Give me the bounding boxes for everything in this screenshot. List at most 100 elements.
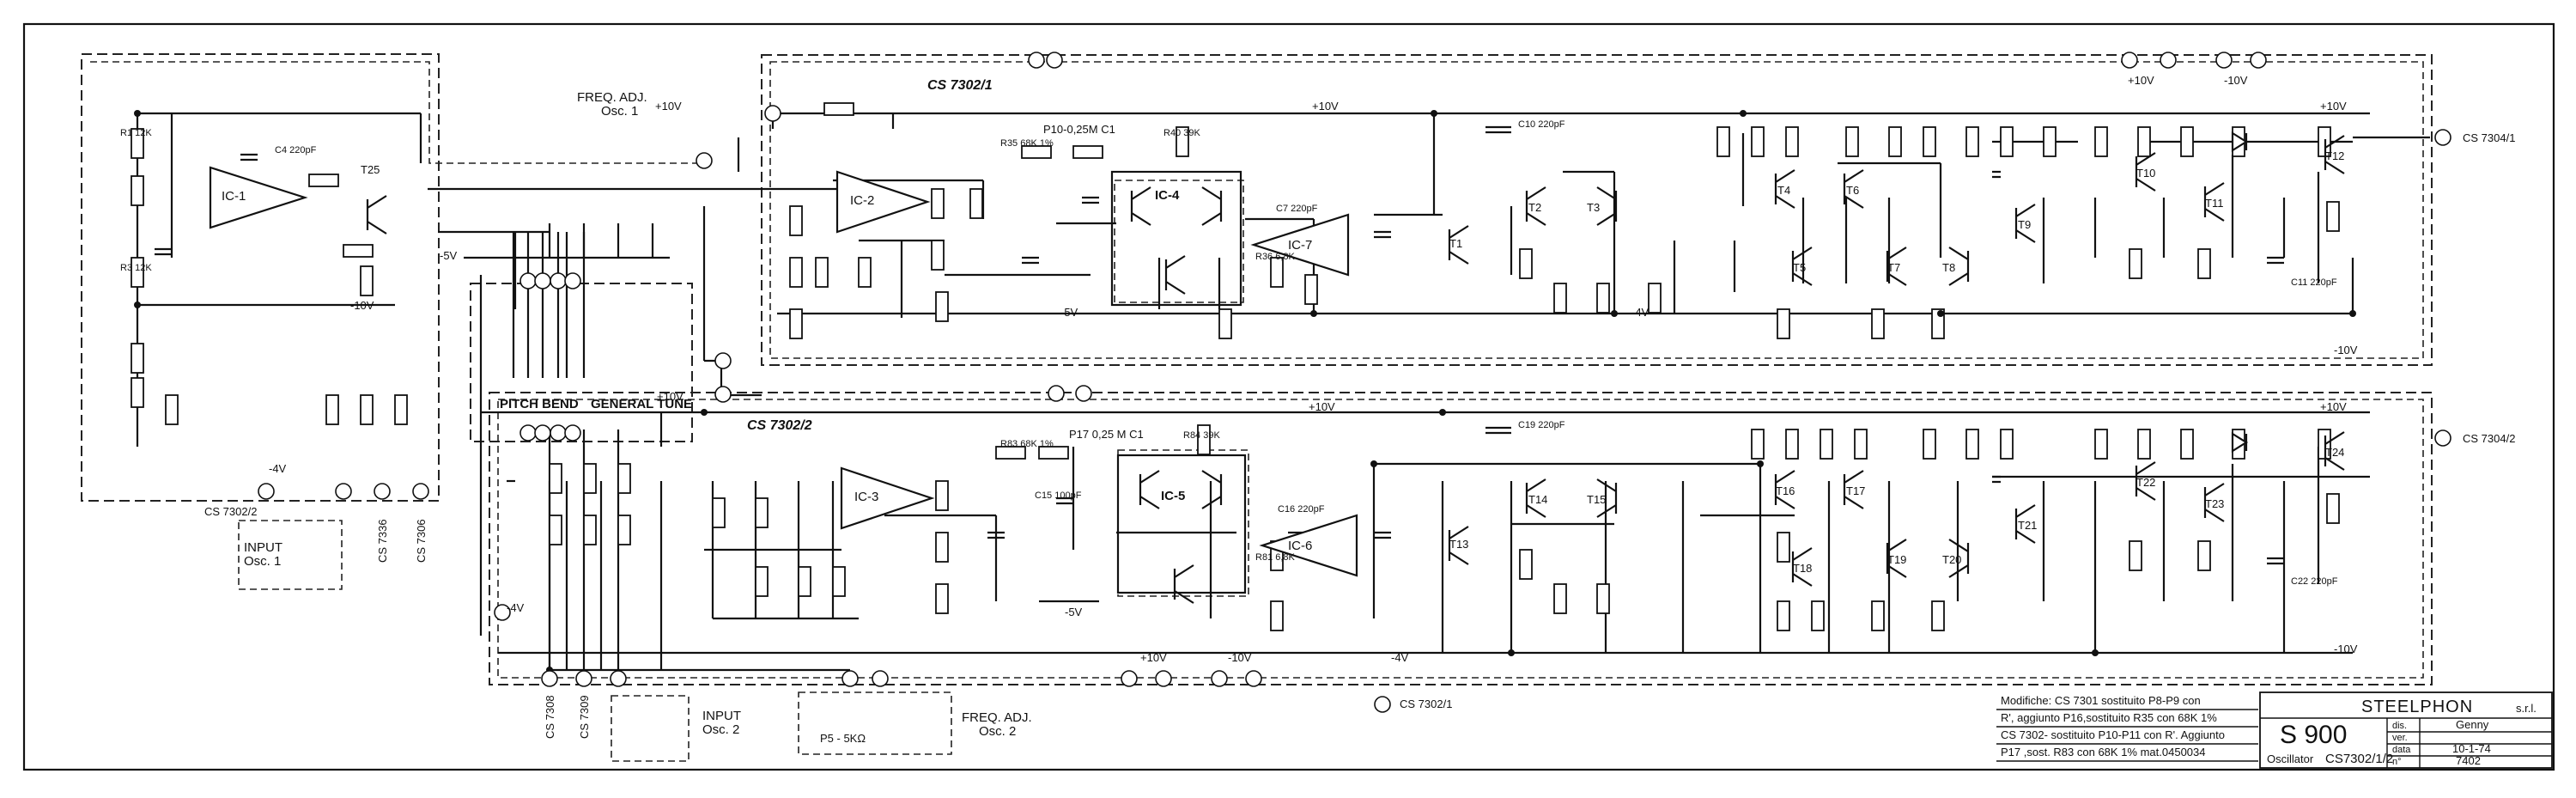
- freq-adj-2-sub: Osc. 2: [979, 724, 1016, 739]
- transistor-label: T1: [1449, 237, 1462, 250]
- note-line-2: R', aggiunto P16,sostituito R35 con 68K …: [2001, 711, 2217, 724]
- rail-label: -4V: [507, 601, 525, 614]
- transistor-label: T24: [2325, 446, 2344, 459]
- board-top-ref: CS 7304/1: [2463, 131, 2515, 144]
- p5-label: P5 - 5KΩ: [820, 732, 866, 745]
- title-block: STEELPHON s.r.l. S 900 Oscillator CS7302…: [2259, 691, 2553, 769]
- rail-label: -5V: [1060, 306, 1078, 319]
- component-label: R83 68K 1%: [1000, 439, 1054, 449]
- n-value: 7402: [2456, 754, 2481, 767]
- n-label: n°: [2392, 757, 2402, 767]
- transistor-label: T4: [1777, 184, 1790, 197]
- drawing-border: [22, 22, 2555, 771]
- ic-label: IC-5: [1161, 489, 1185, 503]
- component-label: R81 6,8K: [1255, 552, 1296, 563]
- company-name: STEELPHON: [2361, 697, 2473, 716]
- transistor-label: T9: [2018, 218, 2031, 231]
- component-label: C15 100pF: [1035, 490, 1082, 501]
- rail-label: +10V: [2128, 74, 2154, 87]
- ic-label: IC-7: [1288, 238, 1312, 253]
- rail-label: -5V: [1065, 606, 1083, 618]
- note-line-1: Modifiche: CS 7301 sostituito P8-P9 con: [2001, 694, 2201, 707]
- component-label: R35 68K 1%: [1000, 138, 1054, 149]
- board-bottom-label: CS 7302/2: [747, 418, 812, 433]
- diodes: [2231, 131, 2249, 453]
- rail-label: -10V: [2334, 344, 2358, 356]
- rail-label: -10V: [2334, 643, 2358, 655]
- input-2-label: INPUT: [702, 709, 741, 723]
- ic-label: IC-3: [854, 490, 878, 504]
- rail-label: -4V: [1391, 651, 1409, 664]
- rail-label: +10V: [655, 100, 682, 113]
- pot-bottom-label: P17 0,25 M C1: [1069, 428, 1144, 441]
- transistor-label: T25: [361, 163, 380, 176]
- transistor-label: T2: [1528, 201, 1541, 214]
- component-label: R84 39K: [1183, 430, 1220, 441]
- component-label: R36 6,8K: [1255, 252, 1296, 262]
- board-top-enclosure: [761, 54, 2433, 366]
- data-value: 10-1-74: [2452, 742, 2491, 755]
- transistor-label: T14: [1528, 493, 1547, 506]
- company-suffix: s.r.l.: [2516, 702, 2537, 715]
- model-desc: Oscillator: [2267, 752, 2314, 765]
- transistor-label: T18: [1793, 562, 1812, 575]
- ic-label: IC-1: [222, 189, 246, 204]
- model-name: S 900: [2280, 721, 2347, 749]
- rail-label: -4V: [269, 462, 287, 475]
- resistors: [131, 102, 2340, 631]
- freq-adj-2-label: FREQ. ADJ.: [962, 710, 1032, 725]
- rail-label: -10V: [2224, 74, 2248, 87]
- transistor-label: T15: [1587, 493, 1606, 506]
- ver-label: ver.: [2392, 733, 2408, 743]
- board-bottom-note: CS 7302/1: [1400, 697, 1452, 710]
- bottom-board-wiring: [481, 411, 2370, 672]
- transistor-label: T10: [2136, 167, 2155, 180]
- transistor-label: T19: [1887, 553, 1906, 566]
- terminals: [258, 52, 2451, 713]
- component-label: C19 220pF: [1518, 420, 1565, 430]
- freq-adj-1-label: FREQ. ADJ.: [577, 90, 647, 105]
- transistor-label: T21: [2018, 519, 2037, 532]
- transistor-label: T6: [1846, 184, 1859, 197]
- pitch-bend-enclosure: [470, 283, 693, 442]
- board-mid-ref: CS 7302/2: [204, 505, 257, 518]
- transistor-label: T8: [1942, 261, 1955, 274]
- capacitors: [155, 125, 2284, 565]
- board-top-label: CS 7302/1: [927, 78, 993, 93]
- transistor-label: T13: [1449, 538, 1468, 551]
- input-2-sub: Osc. 2: [702, 722, 739, 737]
- transistor-label: T7: [1887, 261, 1900, 274]
- modification-notes: Modifiche: CS 7301 sostituito P8-P9 con …: [1996, 694, 2258, 762]
- ic-label: IC-6: [1288, 539, 1312, 553]
- op-amps: [209, 166, 1358, 577]
- input-1-label: INPUT: [244, 540, 283, 555]
- ic-label: IC-2: [850, 193, 874, 208]
- rail-label: +10V: [1309, 400, 1335, 413]
- transistor-label: T3: [1587, 201, 1600, 214]
- ic-label: IC-4: [1155, 188, 1180, 203]
- component-label: R3 12K: [120, 263, 152, 273]
- drawing-number: CS7302/1/2: [2325, 752, 2393, 766]
- rail-label: -10V: [350, 299, 374, 312]
- transistor-label: T12: [2325, 149, 2344, 162]
- transistor-label: T11: [2205, 197, 2223, 210]
- rail-label: -5V: [440, 249, 458, 262]
- component-label: C4 220pF: [275, 145, 317, 155]
- component-label: C16 220pF: [1278, 504, 1325, 515]
- rail-label: -10V: [1228, 651, 1252, 664]
- component-label: C11 220pF: [2291, 277, 2337, 288]
- cs-label: CS 7306: [415, 519, 428, 563]
- rail-label: +10V: [1140, 651, 1167, 664]
- transistor-label: T16: [1776, 484, 1795, 497]
- rail-label: -4V: [1631, 306, 1649, 319]
- rail-label: +10V: [657, 390, 683, 403]
- transistor-label: T5: [1793, 261, 1806, 274]
- rail-label: +10V: [1312, 100, 1339, 113]
- general-tune-label: GENERAL TUNE: [591, 397, 692, 411]
- dis-value: Genny: [2456, 718, 2489, 731]
- transistor-label: T17: [1846, 484, 1865, 497]
- input-1-sub: Osc. 1: [244, 554, 281, 569]
- board-bottom-enclosure: [489, 392, 2433, 685]
- cs-label: CS 7309: [578, 695, 591, 739]
